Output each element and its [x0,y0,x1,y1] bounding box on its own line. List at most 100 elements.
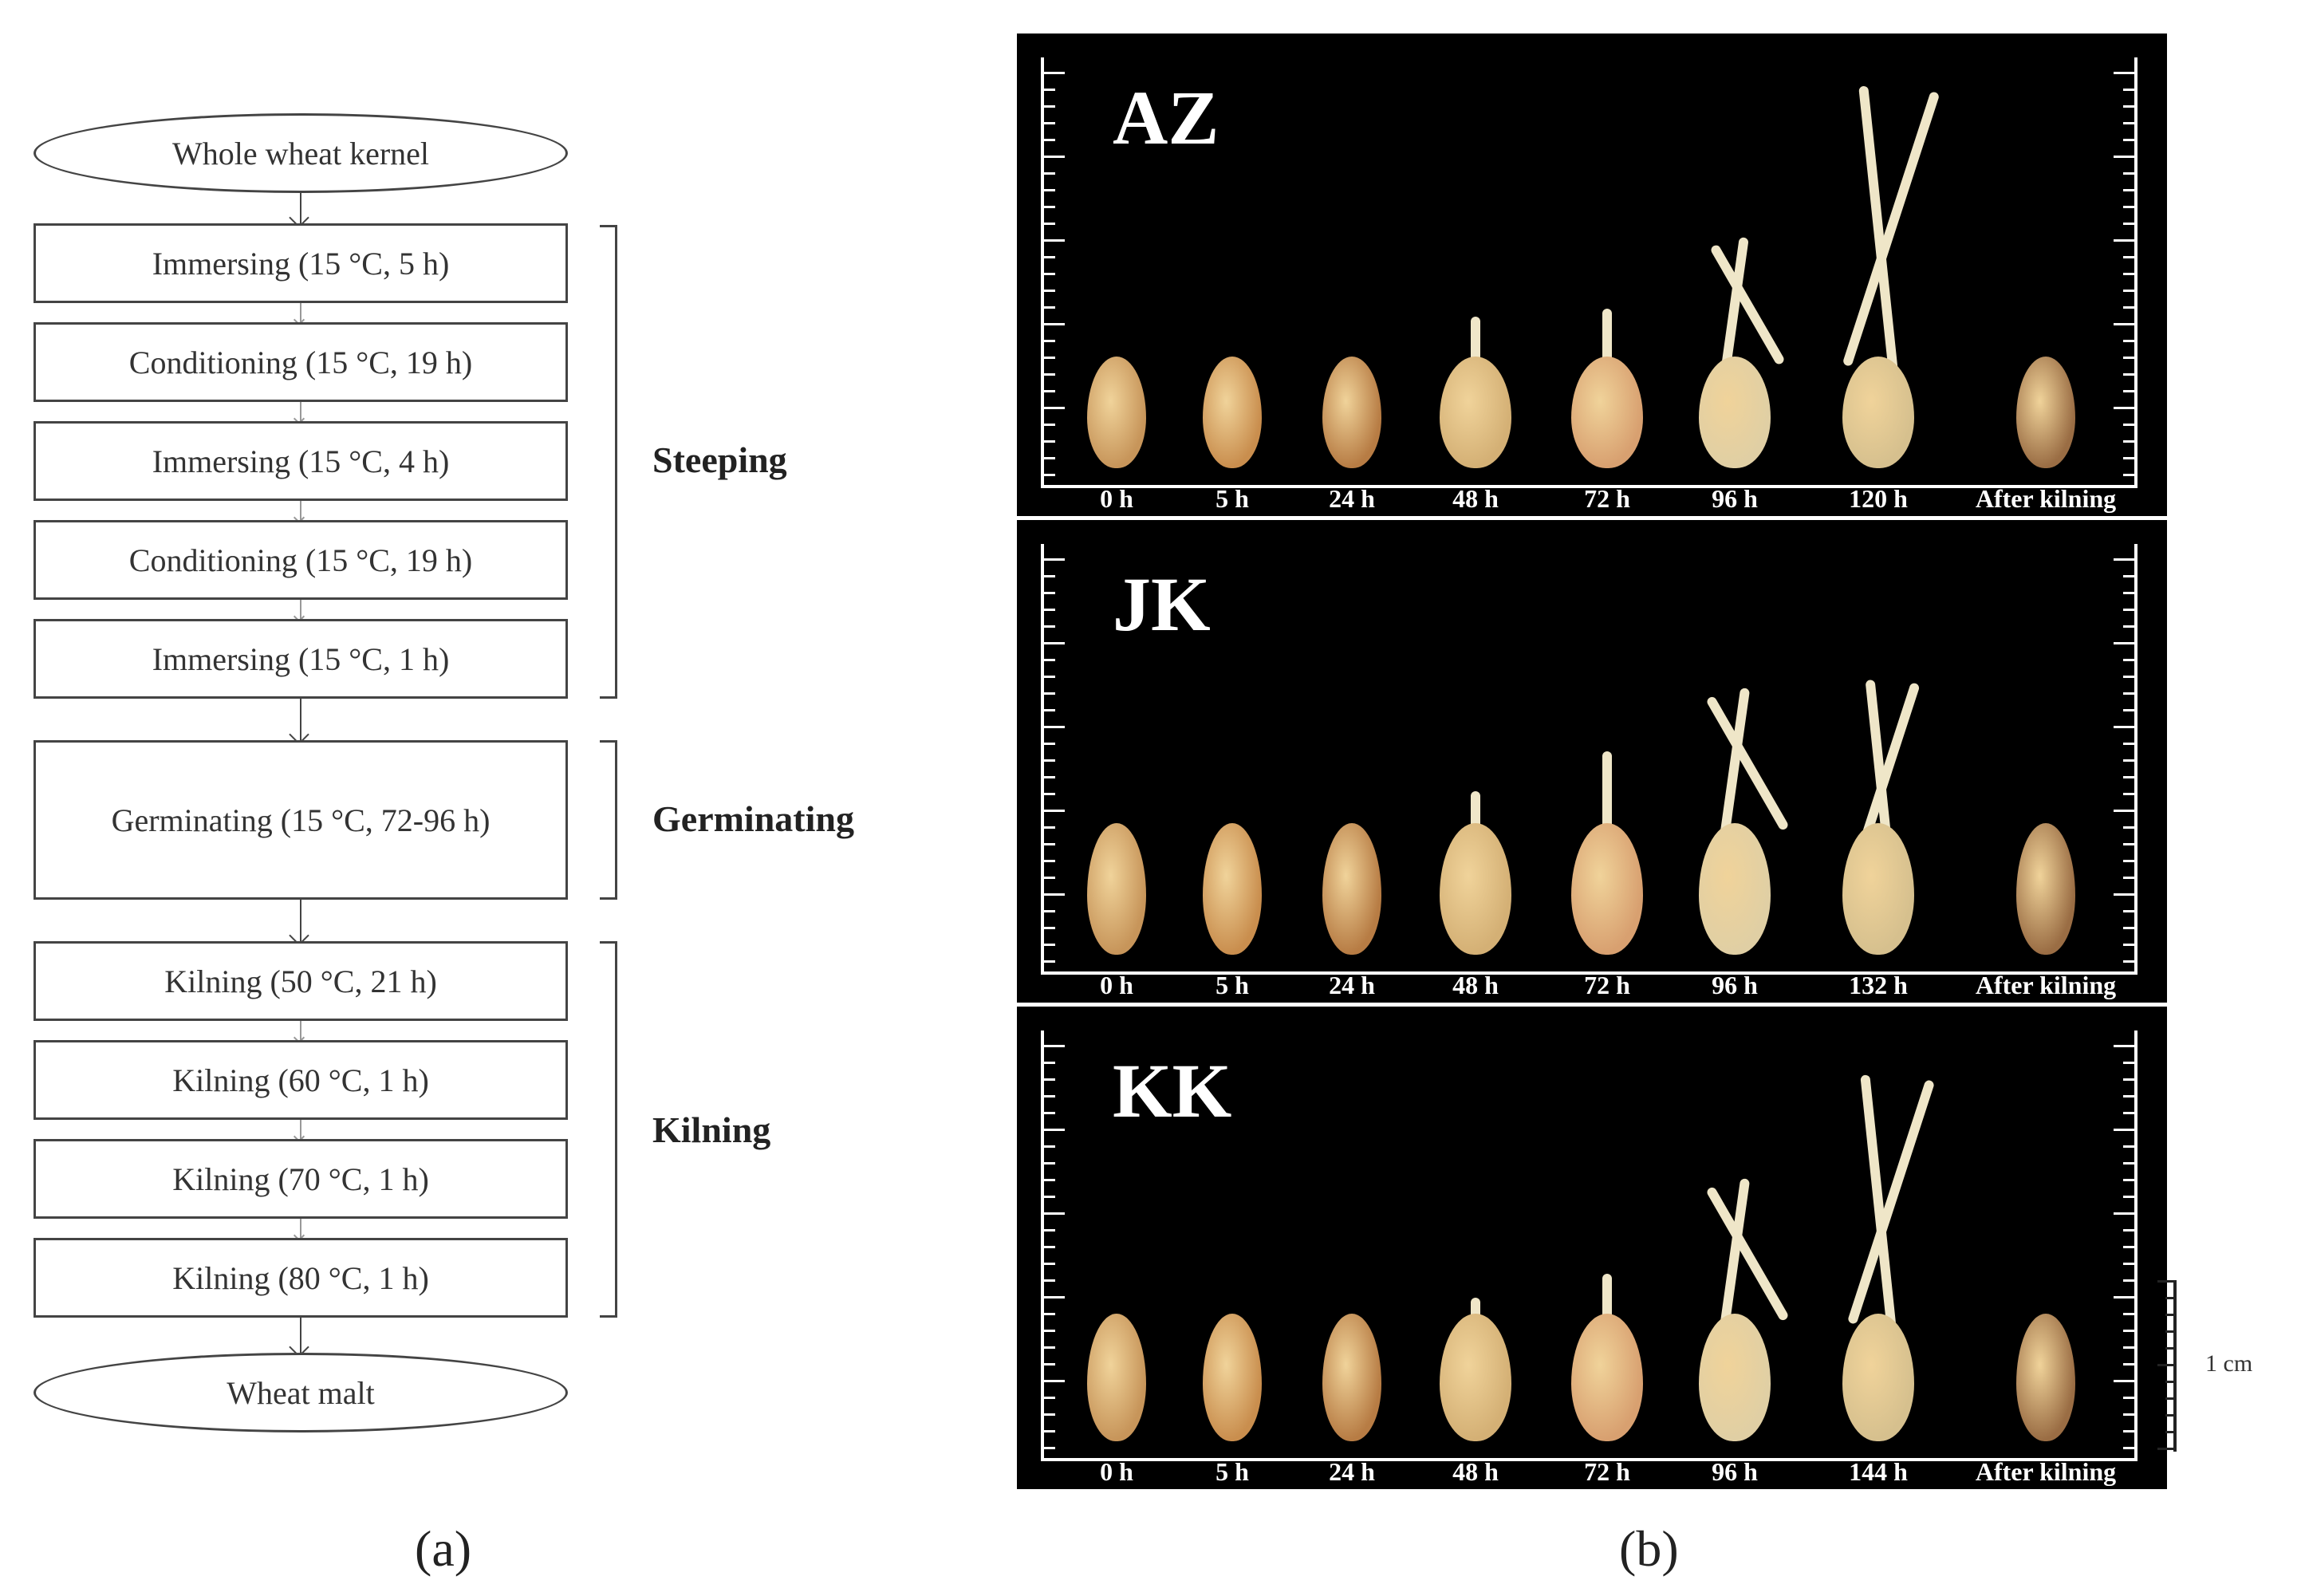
frame-tick [1044,692,1055,695]
frame-tick [2114,72,2134,74]
measurement-frame [1041,544,2137,975]
step-conditioning-2: Conditioning (15 °C, 19 h) [33,520,568,600]
panel-label-b: (b) [1619,1520,1679,1577]
wheat-kernel [1087,357,1146,468]
time-label: 24 h [1329,971,1375,999]
wheat-kernel [1440,823,1511,955]
scale-bar-tick [2165,1314,2177,1316]
frame-tick [2123,256,2134,258]
frame-tick [1044,743,1055,745]
time-label: 5 h [1216,971,1249,999]
sprout [1602,751,1612,839]
flow-arrow [300,1318,301,1353]
time-label: 0 h [1100,1457,1133,1486]
frame-tick [1044,1330,1055,1332]
frame-tick [2114,1296,2134,1298]
wheat-kernel [2016,357,2075,468]
scale-bar-tick [2157,1364,2177,1366]
step-germinating: Germinating (15 °C, 72-96 h) [33,740,568,900]
frame-tick [2123,424,2134,426]
frame-tick [2123,306,2134,309]
frame-tick [2123,877,2134,879]
frame-tick [1044,793,1055,795]
wheat-kernel [1203,357,1262,468]
panel-label-a: (a) [415,1520,472,1577]
frame-tick [2123,1447,2134,1449]
start-node: Whole wheat kernel [33,113,568,193]
frame-tick [1044,105,1055,108]
frame-tick [2123,139,2134,141]
time-label: 48 h [1452,1457,1499,1486]
stage-label-steeping: Steeping [652,439,787,480]
frame-tick [2123,592,2134,594]
frame-tick [2123,1145,2134,1148]
flow-arrow [300,1120,301,1139]
frame-tick [2114,810,2134,812]
frame-tick [2114,1212,2134,1215]
wheat-kernel [1842,1314,1914,1441]
scale-bar-tick [2165,1431,2177,1433]
frame-tick [1044,676,1055,678]
frame-tick [1044,1430,1055,1432]
frame-tick [1044,1397,1055,1399]
wheat-kernel [1571,1314,1643,1441]
frame-tick [2123,860,2134,862]
time-label: 72 h [1584,971,1630,999]
step-kilning-60: Kilning (60 °C, 1 h) [33,1040,568,1120]
frame-tick [1044,910,1055,912]
wheat-kernel [1440,357,1511,468]
frame-tick [2123,1346,2134,1349]
stage-label-kilning: Kilning [652,1109,771,1150]
frame-tick [1044,1078,1055,1081]
time-label: 96 h [1712,484,1758,513]
frame-tick [2123,743,2134,745]
frame-tick [2123,390,2134,392]
wheat-kernel [1842,823,1914,955]
step-kilning-50: Kilning (50 °C, 21 h) [33,941,568,1021]
wheat-kernel [2016,823,2075,955]
frame-tick [1044,1263,1055,1265]
frame-tick [1044,592,1055,594]
stage-label-germinating: Germinating [652,798,854,839]
flow-arrow [300,1021,301,1040]
frame-tick [2114,156,2134,158]
frame-tick [1044,223,1055,225]
germinating-bracket [600,740,617,900]
frame-tick [1044,726,1065,728]
time-label: 96 h [1712,971,1758,999]
frame-tick [1044,89,1055,91]
frame-tick [1044,1380,1065,1382]
frame-tick [1044,1346,1055,1349]
frame-tick [2123,1263,2134,1265]
frame-tick [2123,776,2134,778]
time-label: 5 h [1216,484,1249,513]
frame-tick [2123,659,2134,661]
frame-tick [1044,1413,1055,1416]
frame-tick [2123,89,2134,91]
steeping-bracket [600,225,617,699]
time-label: 0 h [1100,971,1133,999]
frame-tick [1044,1363,1055,1365]
frame-tick [1044,759,1055,762]
frame-tick [1044,172,1055,175]
frame-tick [1044,1246,1055,1248]
frame-tick [2123,273,2134,275]
photo-panel-jk: JK 0 h 5 h 24 h 48 h 72 h 96 h 132 h Aft… [1017,520,2167,1003]
step-conditioning-1: Conditioning (15 °C, 19 h) [33,322,568,402]
end-node: Wheat malt [33,1353,568,1432]
frame-tick [1044,189,1055,191]
frame-tick [1044,273,1055,275]
frame-tick [2123,1397,2134,1399]
frame-tick [1044,323,1065,325]
frame-tick [1044,810,1065,812]
cultivar-label: JK [1113,562,1211,647]
frame-tick [2123,1062,2134,1064]
frame-tick [1044,206,1055,208]
frame-tick [1044,1196,1055,1198]
frame-tick [1044,642,1065,644]
frame-tick [2123,826,2134,829]
frame-tick [1044,659,1055,661]
scale-bar-tick [2165,1381,2177,1383]
frame-tick [2123,1162,2134,1164]
frame-tick [2123,440,2134,443]
